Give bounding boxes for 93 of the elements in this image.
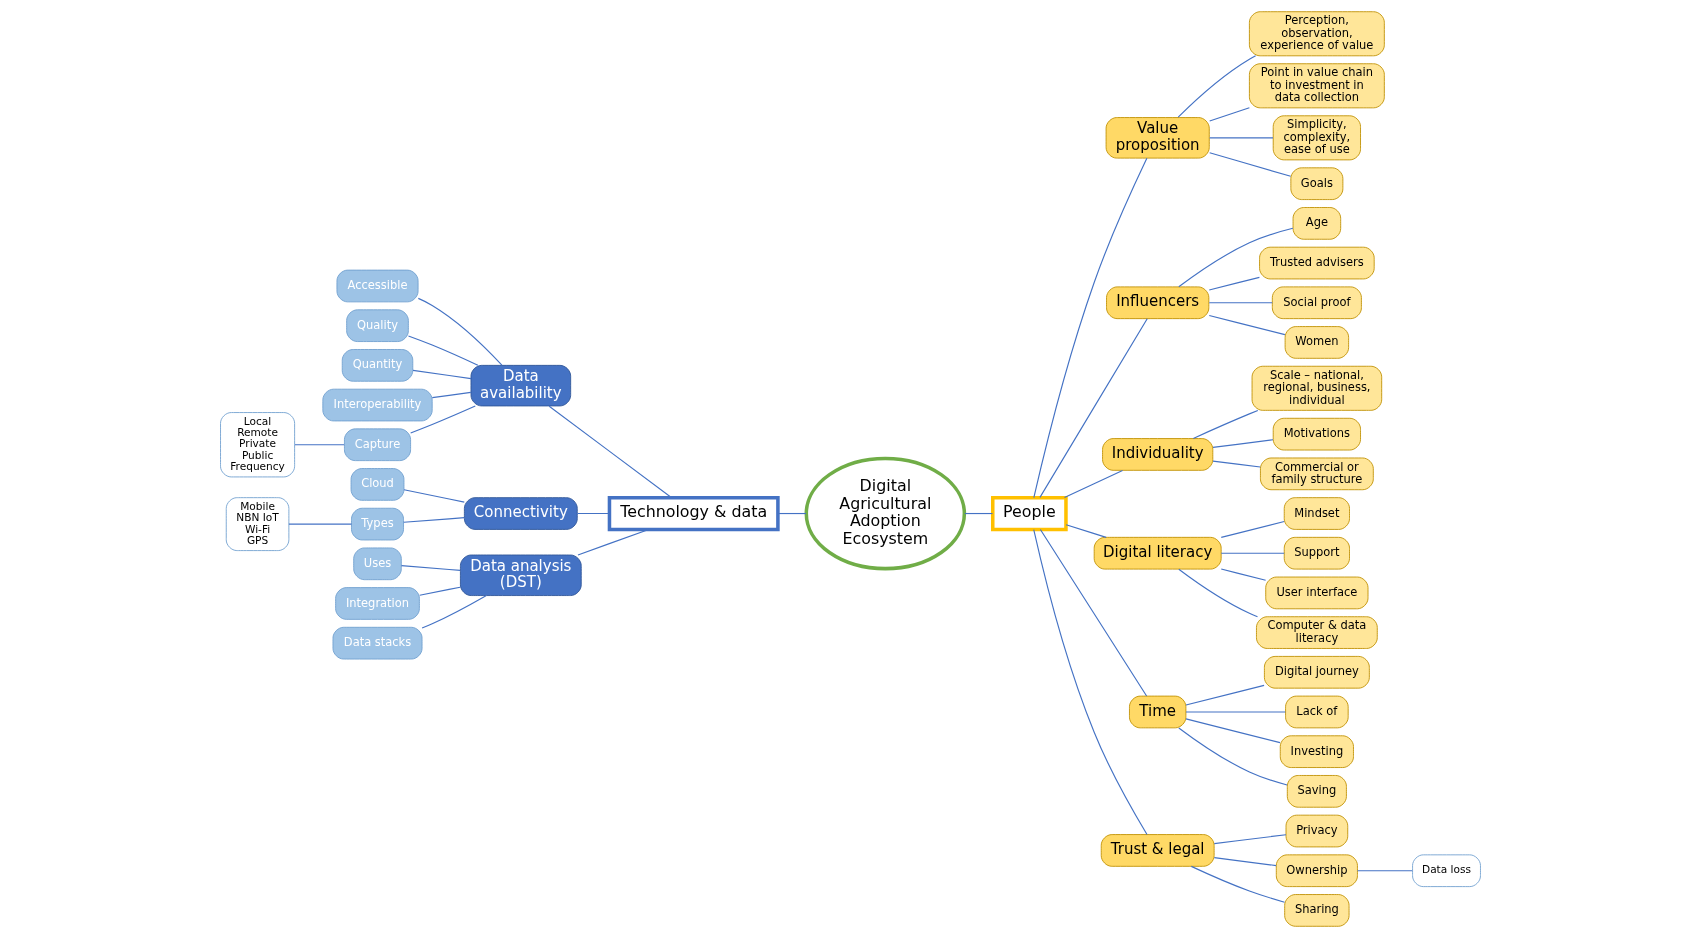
connector (1177, 55, 1256, 118)
node-box: Scale – national, regional, business, individual (1251, 365, 1382, 411)
node-box: Data availability (470, 364, 571, 407)
connector (1177, 568, 1258, 618)
node-box: Types (350, 507, 404, 541)
node-box: Individuality (1101, 438, 1213, 471)
node-box: Point in value chain to investment in data collection (1248, 63, 1385, 109)
node-box: Mobile NBN IoT Wi-Fi GPS (225, 497, 289, 552)
node-box: Simplicity, complexity, ease of use (1272, 115, 1361, 161)
connector (1211, 460, 1261, 468)
node-box: Investing (1279, 735, 1354, 768)
connector (293, 444, 345, 446)
node-box: Value proposition (1105, 117, 1210, 159)
node-box: Age (1292, 207, 1341, 240)
node-box: Digital journey (1263, 655, 1370, 689)
connector (1065, 524, 1107, 538)
node-box: Ownership (1275, 854, 1358, 888)
connector (1208, 302, 1273, 304)
node-box: Lack of (1284, 695, 1349, 729)
connector (1213, 857, 1277, 867)
node-box: Data analysis (DST) (459, 554, 582, 596)
connector (576, 528, 649, 556)
node-box: Mindset (1283, 497, 1350, 530)
connector (1039, 528, 1147, 697)
connector (1220, 520, 1285, 538)
node-box: User interface (1264, 576, 1368, 610)
connector (576, 512, 610, 515)
connector (431, 391, 471, 399)
connector (1177, 727, 1288, 786)
node-box: Uses (352, 547, 402, 581)
node-box: Integration (334, 587, 420, 620)
connector (418, 586, 461, 596)
node-box: Trusted advisers (1258, 246, 1375, 280)
connector (1208, 137, 1274, 139)
node-box: Interoperability (321, 388, 433, 422)
connector (1038, 318, 1148, 498)
connector (402, 517, 465, 523)
connector (1220, 552, 1285, 554)
node-box: Time (1128, 695, 1186, 729)
node-box: Women (1284, 326, 1349, 359)
node-box: Influencers (1105, 286, 1209, 320)
connector (287, 523, 352, 525)
node-box: Digital literacy (1093, 536, 1222, 570)
connector (1356, 870, 1413, 872)
connector (1208, 152, 1291, 177)
connector (1032, 157, 1147, 499)
node-box: Data loss (1411, 854, 1481, 888)
node-box: Social proof (1271, 286, 1362, 320)
node-box: Saving (1286, 775, 1347, 808)
connector (402, 489, 465, 503)
node-box: Commercial or family structure (1259, 457, 1374, 491)
node-box: Technology & data (607, 495, 780, 532)
node-box: Motivations (1272, 417, 1361, 451)
connector (1192, 409, 1258, 439)
node-box: Perception, observation, experience of value (1248, 11, 1385, 57)
connector (400, 565, 461, 571)
connector (1208, 276, 1260, 291)
node-box: Quality (345, 309, 409, 342)
connector (1208, 314, 1285, 336)
node-box: Quantity (341, 349, 413, 382)
connector (417, 297, 502, 366)
connector (1211, 439, 1274, 448)
connector (407, 335, 478, 366)
connector (1032, 529, 1148, 836)
connector (1213, 834, 1287, 845)
node-box: Goals (1289, 167, 1343, 200)
node-box: Connectivity (463, 497, 578, 530)
node-box: Computer & data literacy (1255, 616, 1378, 649)
node-box: Trust & legal (1100, 834, 1215, 867)
node-box: Cloud (350, 468, 404, 501)
connector (963, 512, 993, 515)
node-box: Sharing (1283, 894, 1349, 927)
node-ellipse: Digital Agricultural Adoption Ecosystem (804, 456, 966, 571)
connector (1190, 865, 1285, 903)
connector (1184, 718, 1281, 744)
connector (409, 405, 476, 434)
node-box: People (990, 495, 1068, 532)
node-box: Local Remote Private Public Frequency (219, 412, 295, 478)
node-box: Support (1283, 536, 1350, 570)
connector (421, 595, 487, 629)
connector (1177, 227, 1293, 288)
node-box: Privacy (1285, 814, 1348, 848)
connector (1208, 107, 1250, 122)
node-box: Accessible (336, 269, 418, 303)
connector (1184, 684, 1265, 706)
connector (1063, 469, 1123, 499)
connector (777, 512, 807, 515)
connector (411, 369, 472, 380)
connector (1184, 711, 1286, 713)
node-box: Data stacks (332, 626, 422, 660)
node-box: Capture (343, 428, 411, 462)
connector (548, 405, 672, 499)
connector (1220, 568, 1266, 581)
